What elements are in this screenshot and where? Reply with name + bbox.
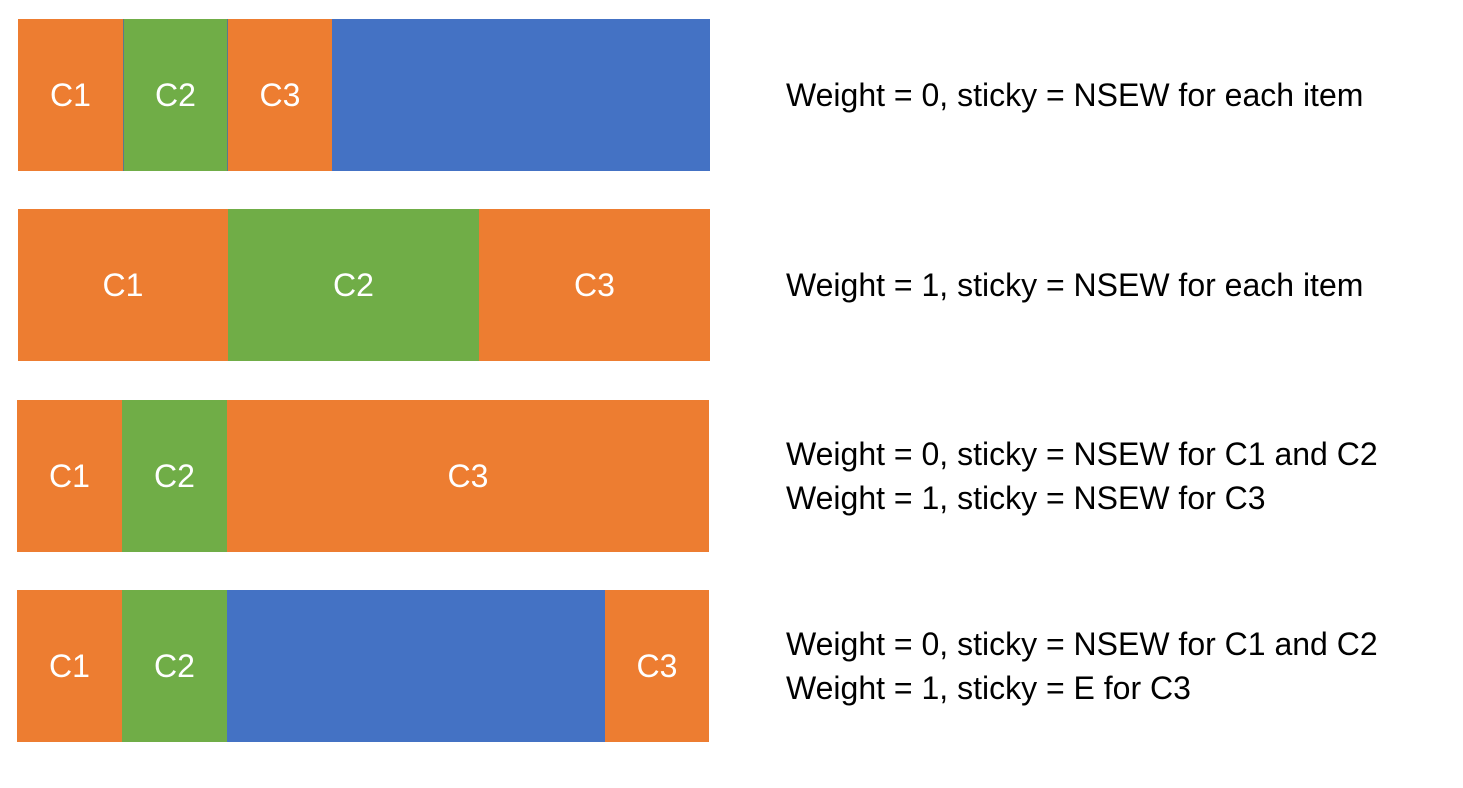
example-row-4: C1 C2 C3 Weight = 0, sticky = NSEW for C… <box>0 590 1463 742</box>
cell-c2: C2 <box>122 590 227 742</box>
cell-label: C3 <box>447 457 489 494</box>
caption-line: Weight = 1, sticky = NSEW for each item <box>786 267 1364 303</box>
caption-line: Weight = 0, sticky = NSEW for C1 and C2 <box>786 626 1378 662</box>
caption: Weight = 0, sticky = NSEW for each item <box>786 19 1363 171</box>
cell-label: C3 <box>636 647 678 684</box>
caption: Weight = 0, sticky = NSEW for C1 and C2 … <box>786 400 1378 552</box>
cell-c1: C1 <box>18 19 123 171</box>
grid-bar-4: C1 C2 C3 <box>17 590 709 742</box>
cell-c1: C1 <box>18 209 228 361</box>
cell-label: C3 <box>259 76 301 113</box>
caption-line: Weight = 1, sticky = E for C3 <box>786 670 1191 706</box>
example-row-1: C1 C2 C3 Weight = 0, sticky = NSEW for e… <box>0 19 1463 171</box>
cell-label: C2 <box>154 457 195 494</box>
example-row-3: C1 C2 C3 Weight = 0, sticky = NSEW for C… <box>0 400 1463 552</box>
caption-line: Weight = 1, sticky = NSEW for C3 <box>786 480 1266 516</box>
caption-line: Weight = 0, sticky = NSEW for each item <box>786 77 1364 113</box>
cell-c2: C2 <box>123 19 228 171</box>
grid-bar-2: C1 C2 C3 <box>18 209 710 361</box>
cell-label: C2 <box>333 266 374 303</box>
cell-label: C1 <box>50 76 91 113</box>
grid-bar-3: C1 C2 C3 <box>17 400 709 552</box>
caption: Weight = 0, sticky = NSEW for C1 and C2 … <box>786 590 1378 742</box>
cell-label: C2 <box>155 76 196 113</box>
example-row-2: C1 C2 C3 Weight = 1, sticky = NSEW for e… <box>0 209 1463 361</box>
cell-c3: C3 <box>479 209 710 361</box>
empty-space <box>227 590 605 742</box>
cell-c1: C1 <box>17 400 122 552</box>
grid-bar-1: C1 C2 C3 <box>18 19 710 171</box>
empty-space <box>332 19 710 171</box>
cell-label: C1 <box>49 647 90 684</box>
cell-label: C2 <box>154 647 195 684</box>
cell-c2: C2 <box>228 209 479 361</box>
cell-label: C1 <box>102 266 144 303</box>
cell-c1: C1 <box>17 590 122 742</box>
cell-c2: C2 <box>122 400 227 552</box>
cell-label: C1 <box>49 457 90 494</box>
cell-label: C3 <box>574 266 615 303</box>
caption-line: Weight = 0, sticky = NSEW for C1 and C2 <box>786 436 1378 472</box>
cell-c3: C3 <box>605 590 709 742</box>
cell-c3: C3 <box>228 19 332 171</box>
caption: Weight = 1, sticky = NSEW for each item <box>786 209 1363 361</box>
cell-c3: C3 <box>227 400 709 552</box>
